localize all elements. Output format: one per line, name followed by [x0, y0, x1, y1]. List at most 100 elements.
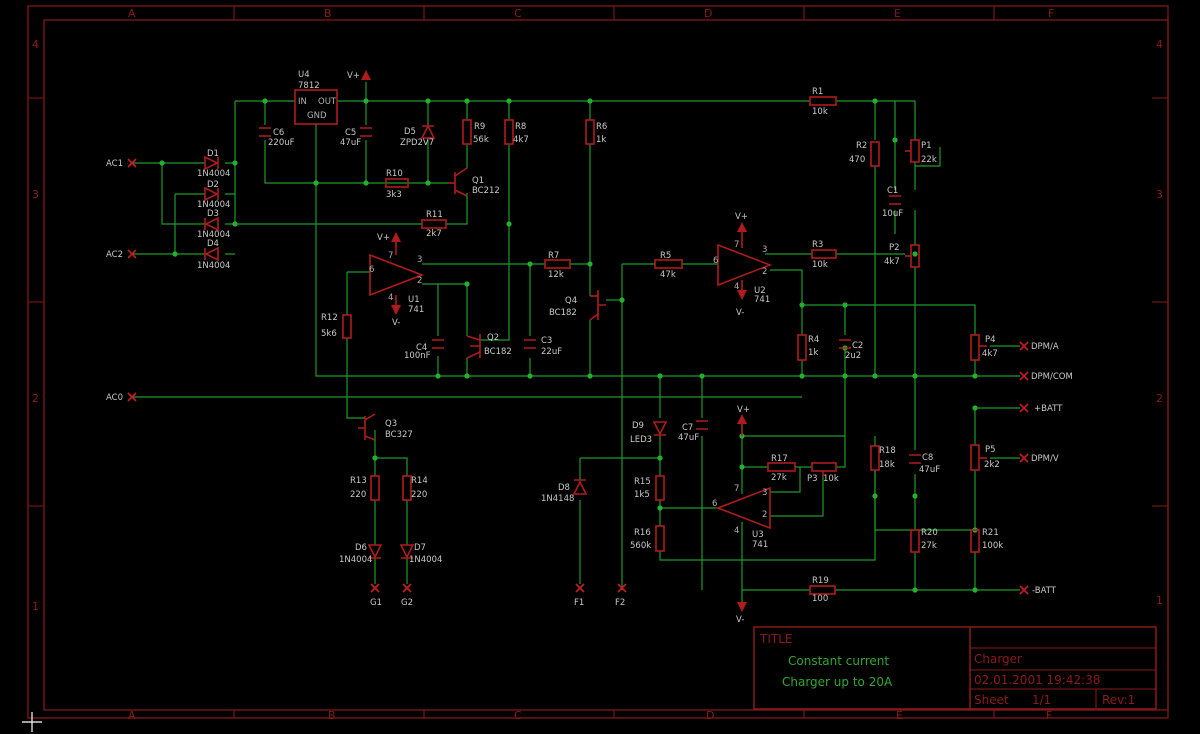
svg-text:Q2: Q2	[487, 333, 499, 343]
svg-text:LED3: LED3	[630, 435, 652, 445]
svg-text:100nF: 100nF	[404, 351, 431, 361]
connector-batt-pos: +BATT	[1034, 404, 1063, 414]
svg-text:BC182: BC182	[484, 347, 512, 357]
svg-text:1k5: 1k5	[634, 490, 650, 500]
svg-text:C2: C2	[852, 341, 863, 351]
opamp-pin-numbers: 6 3 2 7 4 6 3 2 7 4 6 3 2 7 4	[369, 240, 767, 536]
svg-text:R10: R10	[386, 169, 403, 179]
connector-x-markers	[127, 158, 1029, 595]
svg-text:2k7: 2k7	[426, 229, 442, 239]
sheet-value: 1/1	[1032, 693, 1051, 707]
svg-text:C7: C7	[682, 423, 693, 433]
svg-text:BC327: BC327	[385, 430, 413, 440]
row-label: 4	[32, 38, 39, 51]
svg-text:P1: P1	[921, 141, 932, 151]
col-label: E	[894, 7, 901, 20]
svg-text:D6: D6	[355, 543, 367, 553]
col-label: E	[896, 709, 903, 722]
connector-f1: F1	[574, 598, 584, 608]
svg-text:7812: 7812	[298, 81, 320, 91]
svg-text:4: 4	[734, 526, 739, 536]
svg-text:6: 6	[712, 499, 717, 509]
crosshair-cursor-icon	[22, 712, 42, 732]
svg-text:IN: IN	[298, 97, 307, 107]
svg-text:22uF: 22uF	[541, 347, 562, 357]
col-label: B	[324, 7, 332, 20]
frame-row-labels: 4 3 2 1 4 3 2 1	[32, 38, 1163, 613]
svg-text:R21: R21	[982, 528, 999, 538]
svg-text:47k: 47k	[660, 270, 676, 280]
svg-text:GND: GND	[307, 111, 327, 121]
col-label: A	[128, 709, 136, 722]
svg-text:470: 470	[849, 155, 865, 165]
svg-text:2: 2	[762, 510, 767, 520]
svg-text:7: 7	[734, 240, 739, 250]
svg-text:D5: D5	[404, 127, 416, 137]
svg-text:R6: R6	[596, 122, 607, 132]
col-label: B	[328, 709, 336, 722]
svg-text:R12: R12	[321, 313, 338, 323]
svg-text:C6: C6	[273, 128, 284, 138]
col-label: F	[1048, 7, 1054, 20]
col-label: C	[514, 709, 522, 722]
vplus-label: V+	[377, 233, 390, 243]
svg-text:OUT: OUT	[318, 97, 337, 107]
connector-g2: G2	[401, 598, 413, 608]
power-labels: V+ V+ V+ V+ V- V- V-	[347, 71, 750, 625]
svg-text:3k3: 3k3	[386, 190, 402, 200]
d4-value: 1N4004	[197, 261, 230, 271]
svg-text:R3: R3	[812, 240, 823, 250]
sheet-label: Sheet	[974, 693, 1009, 707]
svg-text:R14: R14	[411, 476, 428, 486]
connector-ac1: AC1	[106, 159, 123, 169]
svg-text:1k: 1k	[808, 348, 818, 358]
svg-text:47uF: 47uF	[340, 138, 361, 148]
svg-text:10k: 10k	[812, 260, 828, 270]
svg-text:BC212: BC212	[472, 186, 500, 196]
svg-text:4k7: 4k7	[982, 349, 998, 359]
svg-text:R15: R15	[634, 477, 651, 487]
row-label: 3	[32, 188, 39, 201]
d2-ref: D2	[207, 180, 219, 190]
svg-text:220: 220	[411, 490, 427, 500]
svg-text:560k: 560k	[630, 541, 651, 551]
svg-text:18k: 18k	[879, 460, 895, 470]
svg-text:P5: P5	[985, 445, 996, 455]
svg-text:R4: R4	[808, 335, 819, 345]
svg-text:5k6: 5k6	[321, 329, 337, 339]
svg-text:R19: R19	[812, 576, 829, 586]
svg-text:220uF: 220uF	[268, 138, 295, 148]
svg-text:6: 6	[713, 256, 718, 266]
svg-text:R20: R20	[921, 528, 938, 538]
svg-text:Q3: Q3	[385, 419, 397, 429]
svg-text:Q1: Q1	[472, 176, 484, 186]
title-block: TITLE Constant current Charger up to 20A…	[753, 626, 1157, 710]
svg-text:U3: U3	[752, 530, 764, 540]
d2-value: 1N4004	[197, 200, 230, 210]
vplus-label: V+	[735, 212, 748, 222]
svg-text:27k: 27k	[771, 473, 787, 483]
row-label: 2	[32, 392, 39, 405]
svg-text:R8: R8	[515, 122, 526, 132]
svg-text:R16: R16	[634, 528, 651, 538]
component-symbols	[204, 70, 987, 612]
svg-text:R5: R5	[660, 251, 671, 261]
svg-text:4: 4	[388, 293, 393, 303]
connector-batt-neg: -BATT	[1032, 586, 1057, 596]
svg-text:C3: C3	[541, 336, 552, 346]
frame-column-labels: A B C D E F A B C D E F	[128, 7, 1054, 722]
connector-dpm-v: DPM/V	[1031, 454, 1059, 464]
svg-text:100: 100	[812, 594, 828, 604]
drawing-name: Charger	[974, 652, 1022, 666]
svg-text:10k: 10k	[812, 107, 828, 117]
col-label: D	[704, 7, 712, 20]
title-label: TITLE	[759, 632, 792, 646]
col-label: A	[128, 7, 136, 20]
d3-value: 1N4004	[197, 230, 230, 240]
col-label: F	[1046, 709, 1052, 722]
svg-text:4k7: 4k7	[884, 257, 900, 267]
svg-text:R18: R18	[879, 446, 896, 456]
svg-text:2: 2	[417, 276, 422, 286]
row-label: 1	[1156, 594, 1163, 607]
